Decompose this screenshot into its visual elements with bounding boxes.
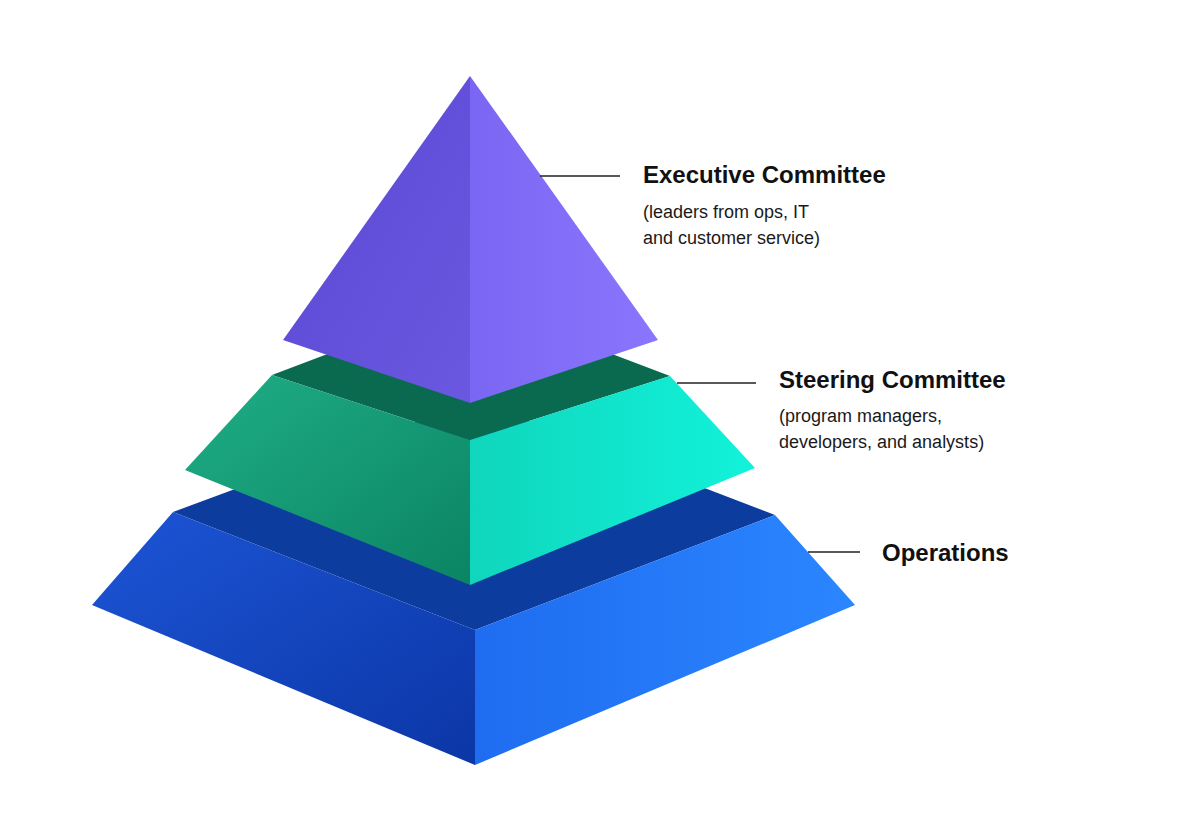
layer-heading: Operations: [882, 538, 1182, 568]
middle-left-face: [185, 375, 470, 585]
middle-right-face: [470, 376, 755, 585]
layer-description: (leaders from ops, IT and customer servi…: [643, 199, 833, 251]
top-right-face: [470, 76, 658, 403]
leader-line: [808, 551, 860, 553]
layer-heading: Executive Committee: [643, 160, 943, 190]
top-left-face: [283, 76, 470, 403]
layer-heading: Steering Committee: [779, 365, 1079, 395]
layer-description: (program managers, developers, and analy…: [779, 403, 994, 455]
leader-line: [540, 175, 620, 177]
leader-line: [677, 382, 756, 384]
